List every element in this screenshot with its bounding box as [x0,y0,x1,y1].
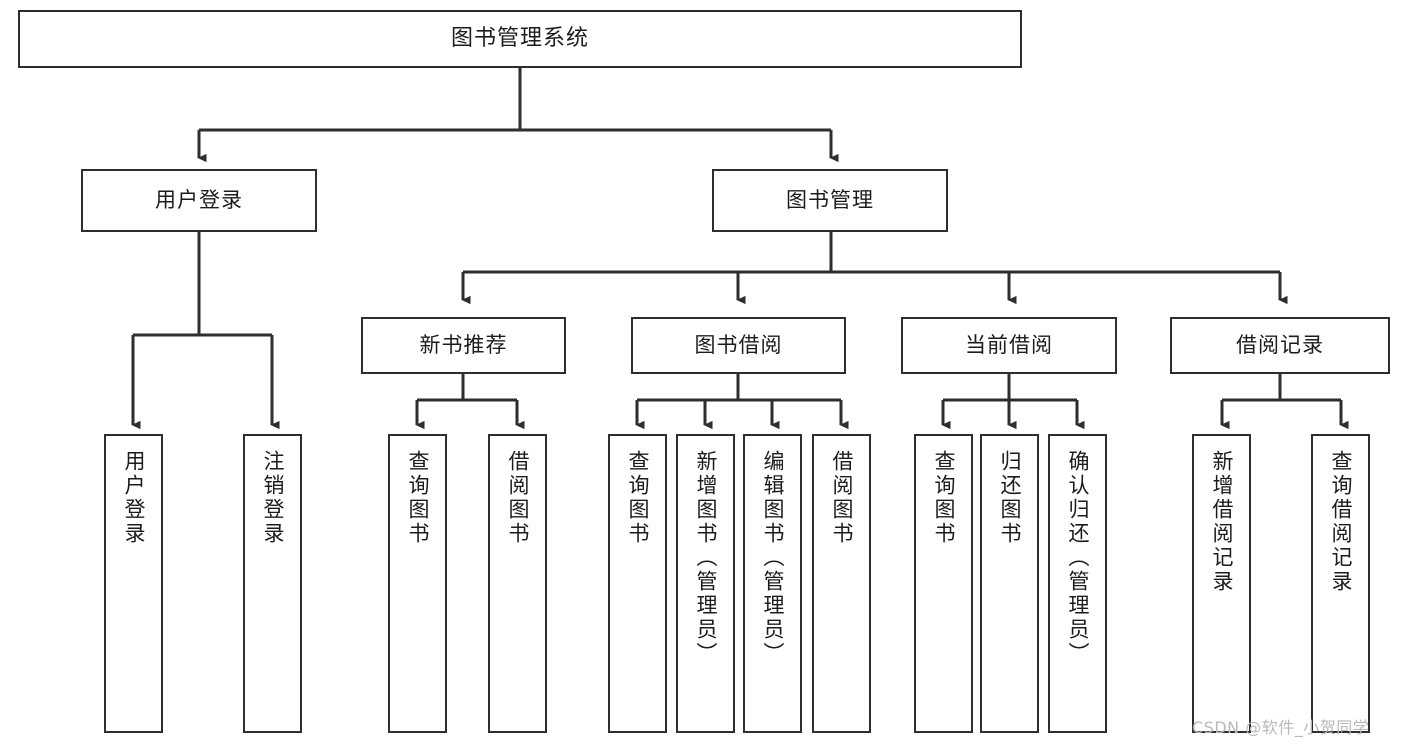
node-leaf-edit-book-label: 编辑图书（管理员） [761,450,785,666]
node-leaf-query-book-1-label: 查询图书 [406,450,430,546]
node-leaf-borrow-book-1[interactable]: 借阅图书 [488,434,547,733]
node-leaf-logout-label: 注销登录 [261,450,285,546]
node-leaf-query-record-label: 查询借阅记录 [1329,450,1353,594]
node-leaf-query-book-2-label: 查询图书 [626,450,650,546]
node-leaf-add-book-label: 新增图书（管理员） [694,450,718,666]
node-borrow-record-label: 借阅记录 [1236,333,1324,358]
node-user-login[interactable]: 用户登录 [81,169,317,232]
node-book-borrow-label: 图书借阅 [694,333,783,358]
node-leaf-add-record-label: 新增借阅记录 [1210,450,1234,594]
node-leaf-confirm-return-label: 确认归还（管理员） [1066,450,1090,666]
node-book-borrow[interactable]: 图书借阅 [631,317,846,374]
node-leaf-user-login[interactable]: 用户登录 [104,434,163,733]
node-leaf-logout[interactable]: 注销登录 [243,434,302,733]
node-current-borrow-label: 当前借阅 [965,333,1053,358]
node-leaf-return-book[interactable]: 归还图书 [980,434,1039,733]
watermark: CSDN @软件_小贺同学 [1192,718,1370,737]
node-root[interactable]: 图书管理系统 [18,10,1022,68]
node-book-management-label: 图书管理 [786,188,874,213]
node-leaf-user-login-label: 用户登录 [122,450,146,546]
node-leaf-add-record[interactable]: 新增借阅记录 [1192,434,1251,733]
node-leaf-query-book-3-label: 查询图书 [932,450,956,546]
node-current-borrow[interactable]: 当前借阅 [901,317,1117,374]
node-leaf-confirm-return[interactable]: 确认归还（管理员） [1048,434,1107,733]
node-root-label: 图书管理系统 [450,26,589,52]
node-leaf-query-book-1[interactable]: 查询图书 [388,434,447,733]
node-leaf-query-book-2[interactable]: 查询图书 [608,434,667,733]
node-book-management[interactable]: 图书管理 [712,169,948,232]
node-new-book-recommend-label: 新书推荐 [419,333,508,358]
node-leaf-borrow-book-2-label: 借阅图书 [830,450,854,546]
node-leaf-return-book-label: 归还图书 [998,450,1022,546]
node-leaf-query-book-3[interactable]: 查询图书 [914,434,973,733]
node-new-book-recommend[interactable]: 新书推荐 [361,317,566,374]
node-borrow-record[interactable]: 借阅记录 [1170,317,1390,374]
node-leaf-query-record[interactable]: 查询借阅记录 [1311,434,1370,733]
node-leaf-borrow-book-2[interactable]: 借阅图书 [812,434,871,733]
node-leaf-borrow-book-1-label: 借阅图书 [506,450,530,546]
node-leaf-edit-book[interactable]: 编辑图书（管理员） [743,434,802,733]
node-leaf-add-book[interactable]: 新增图书（管理员） [676,434,735,733]
node-user-login-label: 用户登录 [155,188,243,213]
